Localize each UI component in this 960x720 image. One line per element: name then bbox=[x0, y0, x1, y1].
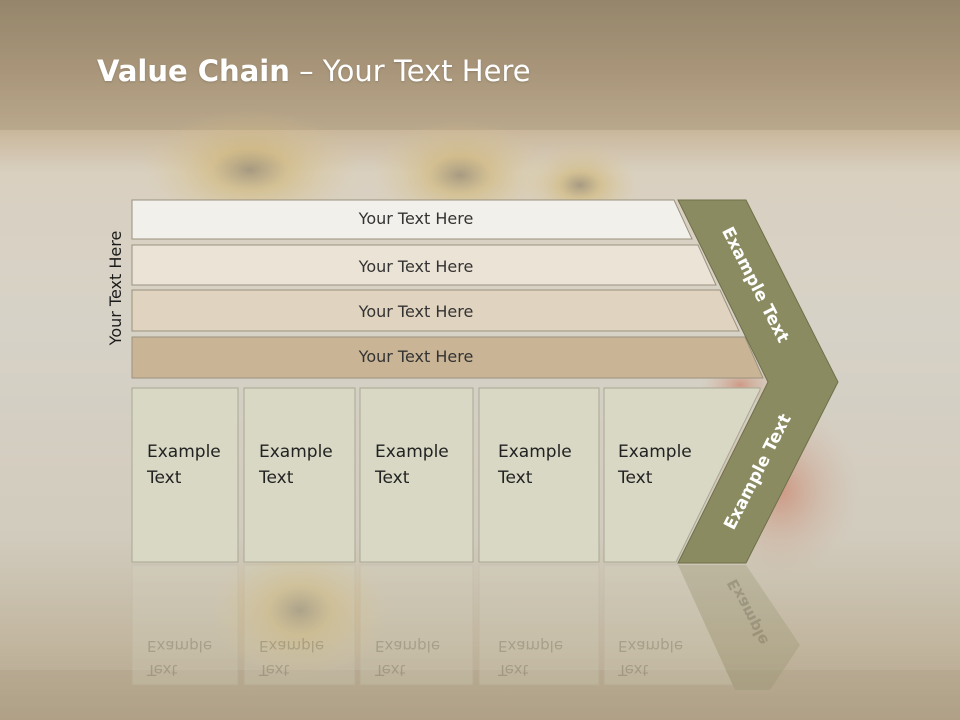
box-4 bbox=[478, 387, 600, 563]
box-3 bbox=[359, 387, 474, 563]
reflection-label-1-line1: Example bbox=[147, 637, 213, 655]
bar-1 bbox=[131, 199, 693, 240]
box-label-2-line2: Text bbox=[259, 468, 294, 488]
box-label-2-line1: Example bbox=[259, 442, 333, 462]
box-label-4-line1: Example bbox=[498, 442, 572, 462]
box-label-3-line2: Text bbox=[375, 468, 410, 488]
slide-title: Value Chain – Your Text Here bbox=[97, 54, 531, 88]
box-label-5-line1: Example bbox=[618, 442, 692, 462]
bar-label-1: Your Text Here bbox=[358, 209, 474, 228]
chevron-arrow bbox=[677, 199, 839, 564]
reflection-box-4 bbox=[478, 564, 600, 686]
reflection-label-2-line1: Example bbox=[259, 637, 325, 655]
box-label-4-line2: Text bbox=[498, 468, 533, 488]
reflection-label-2-line2: Text bbox=[259, 661, 290, 679]
bar-label-3: Your Text Here bbox=[358, 302, 474, 321]
reflection-label-2: Text Example bbox=[259, 634, 324, 682]
reflection-label-1: Text Example bbox=[147, 634, 212, 682]
reflection-label-4-line2: Text bbox=[498, 661, 529, 679]
box-label-3-line1: Example bbox=[375, 442, 449, 462]
reflection-chevron bbox=[678, 565, 800, 690]
reflection-label-4-line1: Example bbox=[498, 637, 564, 655]
title-rest: – Your Text Here bbox=[289, 54, 531, 88]
box-label-5-line2: Text bbox=[618, 468, 653, 488]
box-1 bbox=[131, 387, 239, 563]
bar-2 bbox=[131, 244, 717, 286]
reflection-label-4: Text Example bbox=[498, 634, 563, 682]
box-2 bbox=[243, 387, 356, 563]
reflection-label-3: Text Example bbox=[375, 634, 440, 682]
reflection-box-5 bbox=[603, 564, 761, 686]
reflection-box-2 bbox=[243, 564, 356, 686]
bar-3 bbox=[131, 289, 740, 332]
box-5 bbox=[603, 387, 761, 563]
reflection-label-3-line1: Example bbox=[375, 637, 441, 655]
reflection-label-1-line2: Text bbox=[147, 661, 178, 679]
reflection-group bbox=[131, 564, 800, 690]
bar-label-2: Your Text Here bbox=[358, 257, 474, 276]
reflection-label-3-line2: Text bbox=[375, 661, 406, 679]
bar-4 bbox=[131, 336, 764, 379]
box-label-1-line1: Example bbox=[147, 442, 221, 462]
reflection-label-5-line2: Text bbox=[618, 661, 649, 679]
reflection-box-3 bbox=[359, 564, 474, 686]
reflection-label-5-line1: Example bbox=[618, 637, 684, 655]
title-bold: Value Chain bbox=[97, 54, 290, 88]
bar-label-4: Your Text Here bbox=[358, 347, 474, 366]
reflection-label-5: Text Example bbox=[618, 634, 683, 682]
box-label-1-line2: Text bbox=[147, 468, 182, 488]
reflection-box-1 bbox=[131, 564, 239, 686]
